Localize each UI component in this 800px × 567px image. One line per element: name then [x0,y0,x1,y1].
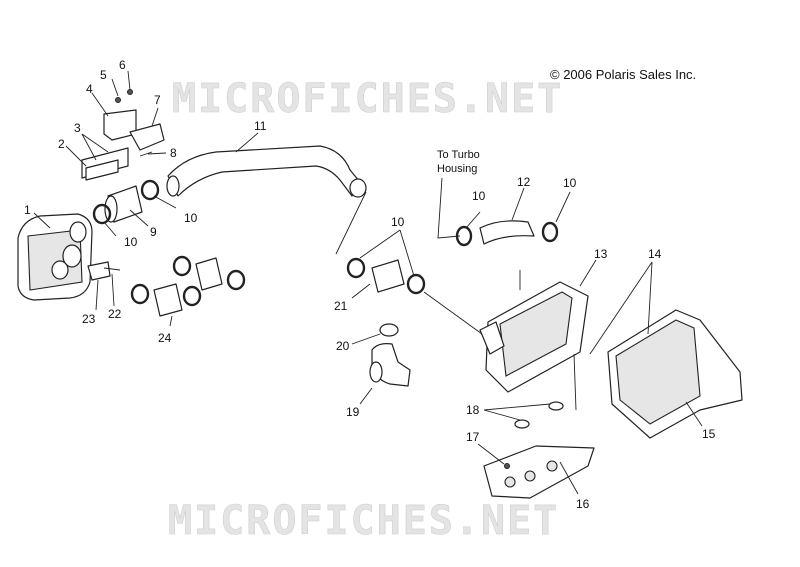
part-18-grommet-b [514,419,530,429]
callout-1: 1 [24,203,31,217]
callout-9: 9 [150,225,157,239]
part-5-screw [115,97,121,103]
part-2-3-plates [81,147,129,181]
callout-4: 4 [86,82,93,96]
part-12-hose [455,220,559,247]
leader-lines [33,70,703,495]
callout-14: 14 [648,247,662,261]
callout-6: 6 [119,58,126,72]
part-7-sensor [129,123,165,151]
callout-17: 17 [466,430,480,444]
callout-18: 18 [466,403,480,417]
part-6-screw [127,89,133,95]
part-17-screw [504,463,510,469]
callout-24: 24 [158,331,172,345]
callout-10-e: 10 [391,215,405,229]
callout-12: 12 [517,175,531,189]
callout-16: 16 [576,497,590,511]
part-10-clamp-b [140,179,160,201]
note-to-turbo-line1: To Turbo [437,149,480,161]
callout-5: 5 [100,68,107,82]
watermark-top: MICROFICHES.NET [172,76,563,122]
part-15-shroud [607,309,743,439]
part-21-coupler [346,257,426,295]
part-14-stud [573,353,577,411]
callout-23: 23 [82,312,96,326]
part-20-ring [379,323,399,337]
callout-2: 2 [58,137,65,151]
callout-21: 21 [334,299,348,313]
callout-22: 22 [108,307,122,321]
callout-11: 11 [254,119,267,133]
watermark-bottom: MICROFICHES.NET [168,498,559,544]
callout-10-d: 10 [563,176,577,190]
callout-13: 13 [594,247,608,261]
callout-7: 7 [154,93,161,107]
part-23-fitting [87,261,111,281]
part-1-airbox [17,213,93,301]
part-8-screw [139,151,153,157]
callout-15: 15 [702,427,716,441]
callout-8: 8 [170,146,177,160]
part-11-duct [166,145,367,198]
part-22-screw [103,267,121,271]
part-16-bracket [483,445,595,499]
part-13-intercooler [479,270,589,393]
part-10-clamp-a [92,203,112,225]
callout-20: 20 [336,339,350,353]
callout-19: 19 [346,405,360,419]
part-24-couplers [130,255,246,317]
part-4-bracket [103,109,137,141]
callout-10-a: 10 [124,235,138,249]
callout-10-b: 10 [184,211,198,225]
part-18-grommet-a [548,401,564,411]
callout-10-c: 10 [472,189,486,203]
part-19-elbow [369,343,411,387]
note-to-turbo-line2: Housing [437,163,477,175]
copyright-text: © 2006 Polaris Sales Inc. [550,67,696,82]
callout-3: 3 [74,121,81,135]
